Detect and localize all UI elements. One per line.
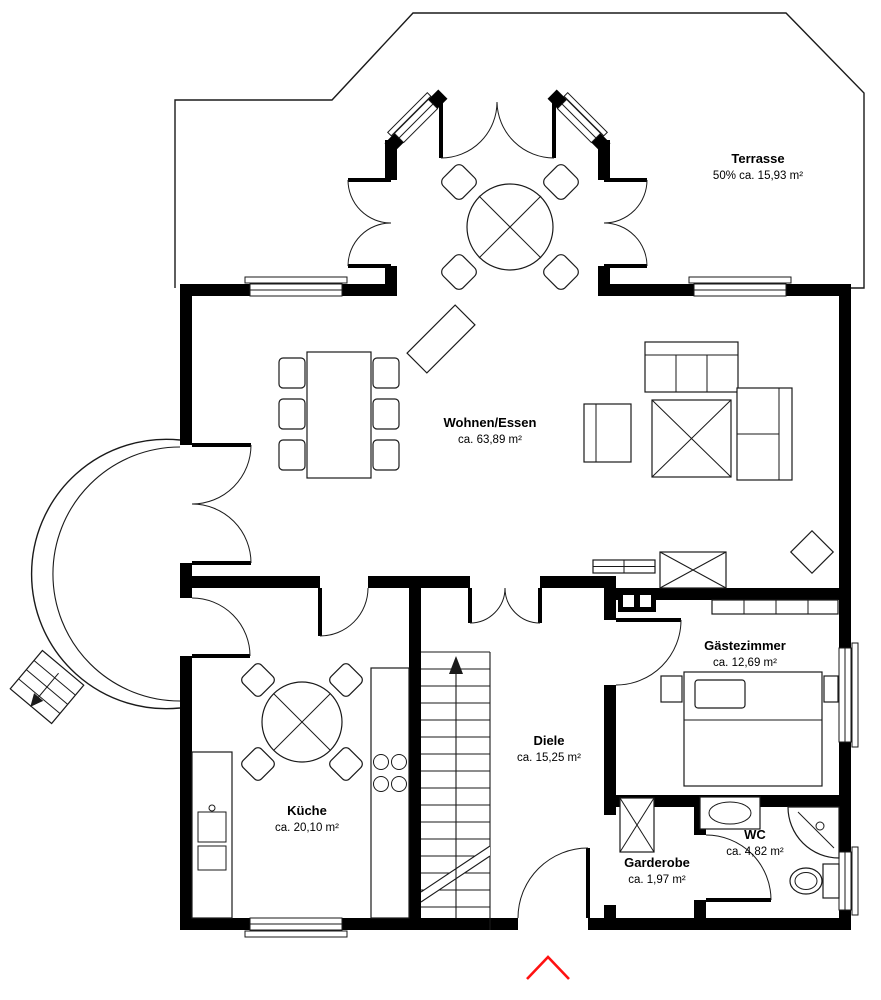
area-gaestezimmer: ca. 12,69 m² (713, 657, 777, 669)
walls (180, 89, 851, 930)
doors (191, 101, 772, 919)
nightstand (823, 675, 839, 703)
furniture-guestroom (660, 599, 839, 787)
sideboard (406, 304, 476, 374)
door-entrance (517, 847, 590, 919)
nightstand (660, 675, 683, 703)
garden-steps (9, 649, 85, 725)
pillow (694, 679, 746, 709)
door-bay-french (439, 101, 556, 159)
door-guestroom (615, 618, 682, 686)
coffee-table (651, 399, 732, 478)
dining-chair (372, 357, 400, 389)
area-kueche: ca. 20,10 m² (275, 822, 339, 834)
deco-square (789, 529, 835, 575)
sofa-right (736, 387, 793, 481)
window-living-top-right (688, 276, 792, 297)
steps-direction-arrow-icon (30, 693, 44, 707)
entrance-marker (526, 955, 570, 980)
furniture-terrace (441, 164, 579, 290)
door-kitchen (318, 587, 369, 637)
terrace-chair (543, 164, 579, 200)
kitchen-counter-left (191, 751, 233, 919)
wc-sink (699, 796, 761, 830)
cooktop-burner (391, 776, 407, 792)
terrace-chair (441, 254, 477, 290)
window-living-top-left (244, 276, 348, 297)
cooktop-burner (391, 754, 407, 770)
door-kitchen-west (191, 597, 251, 658)
curved-bay-inner-wall (52, 446, 181, 702)
door-hall-passage (468, 587, 542, 624)
curved-bay (9, 438, 181, 725)
cooktop-burner (373, 754, 389, 770)
bay-angled-wall-right (547, 89, 611, 153)
stair-direction-arrow-icon (449, 656, 463, 674)
kitchen-chair (329, 663, 363, 697)
label-gaestezimmer: Gästezimmer (704, 638, 786, 653)
dining-chair (372, 439, 400, 471)
curved-bay-outer-wall (30, 438, 181, 710)
label-terrasse: Terrasse (731, 151, 784, 166)
label-kueche: Küche (287, 803, 327, 818)
armchair (583, 403, 632, 463)
service-shaft (618, 590, 656, 612)
furniture-living (278, 304, 835, 589)
door-living-west (191, 443, 252, 565)
door-bay-left (347, 178, 392, 268)
area-wohnen-essen: ca. 63,89 m² (458, 434, 522, 446)
entrance-arrow-icon (526, 955, 570, 980)
dining-chair (278, 357, 306, 389)
dining-chair (372, 398, 400, 430)
dining-chair (278, 398, 306, 430)
area-terrasse: 50% ca. 15,93 m² (713, 170, 803, 182)
terrace-chair (543, 254, 579, 290)
window-wc-right (838, 846, 859, 916)
window-guestroom-right (838, 642, 859, 748)
terrace-chair (441, 164, 477, 200)
label-garderobe: Garderobe (624, 855, 690, 870)
furniture-garderobe (619, 797, 655, 853)
area-garderobe: ca. 1,97 m² (628, 874, 686, 886)
wardrobe (711, 599, 839, 615)
toilet (789, 863, 840, 899)
bay-window-right-sill (563, 92, 608, 137)
dining-table (306, 351, 372, 479)
windows (244, 276, 859, 938)
furniture-kitchen (191, 663, 410, 919)
corner-shower (787, 806, 840, 859)
terrace-outline (174, 12, 865, 289)
kitchen-chair (329, 747, 363, 781)
kitchen-chair (241, 663, 275, 697)
area-diele: ca. 15,25 m² (517, 752, 581, 764)
dining-chair (278, 439, 306, 471)
label-diele: Diele (533, 733, 564, 748)
coat-closet (619, 797, 655, 853)
furniture-wc (699, 796, 840, 899)
area-wc: ca. 4,82 m² (726, 846, 784, 858)
kitchen-counter-right (370, 667, 410, 919)
kitchen-sink (197, 811, 227, 843)
door-bay-right (603, 178, 648, 268)
cooktop-burner (373, 776, 389, 792)
staircase (420, 651, 491, 930)
bed (683, 671, 823, 787)
radiator (592, 559, 656, 574)
label-wc: WC (744, 827, 766, 842)
room-labels: Terrasse 50% ca. 15,93 m² Wohnen/Essen c… (275, 151, 803, 886)
label-wohnen-essen: Wohnen/Essen (444, 415, 537, 430)
kitchen-chair (241, 747, 275, 781)
sofa-top (644, 341, 739, 393)
bay-angled-wall-left (384, 89, 448, 153)
chimney (659, 551, 727, 589)
window-kitchen-bottom (244, 917, 348, 938)
door-wc (705, 834, 772, 902)
